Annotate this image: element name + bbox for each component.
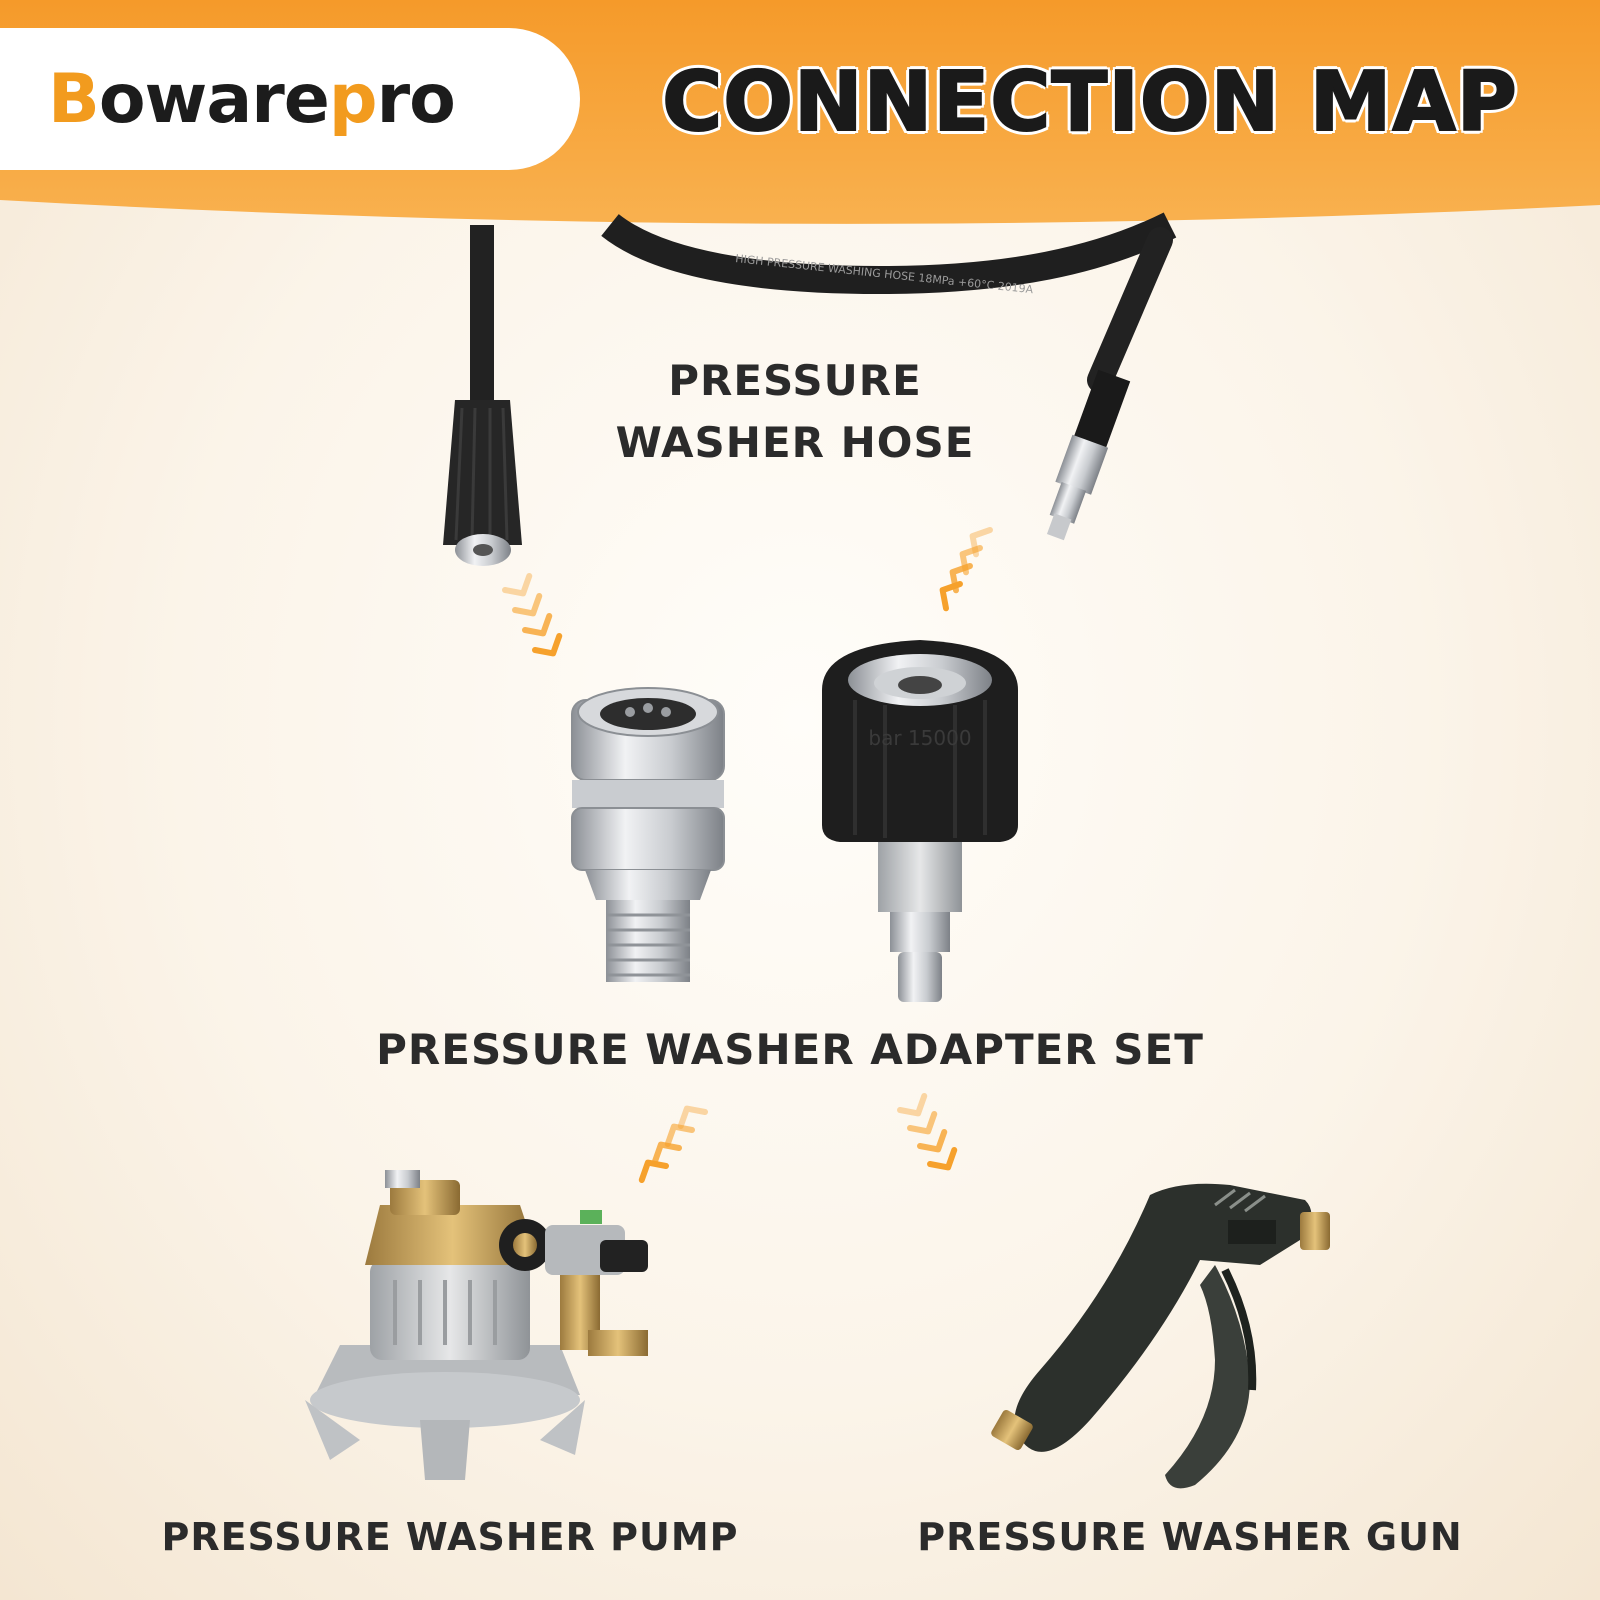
gun-label: PRESSURE WASHER GUN <box>917 1515 1463 1559</box>
hose-label-line-2: WASHER HOSE <box>615 418 975 467</box>
adapter-set-label: PRESSURE WASHER ADAPTER SET <box>376 1025 1204 1074</box>
arrow-hose-to-m22-adapter-icon <box>936 524 990 608</box>
fitting-print: bar 15000 <box>868 726 971 750</box>
page-title: CONNECTION MAP <box>661 54 1518 151</box>
hose-label: PRESSURE WASHER HOSE <box>580 350 1010 474</box>
brand-logo: Bowarepro <box>48 60 456 139</box>
header-banner: Bowarepro CONNECTION MAP <box>0 0 1600 230</box>
hose-label-line-1: PRESSURE <box>668 356 922 405</box>
pump-label: PRESSURE WASHER PUMP <box>161 1515 739 1559</box>
pressure-washer-pump-icon <box>305 1170 648 1480</box>
m22-adapter-icon: bar 15000 <box>822 640 1018 1002</box>
arrow-hose-to-quick-coupler-icon <box>505 576 565 660</box>
quick-coupler-icon <box>571 687 725 982</box>
spray-gun-icon <box>991 1183 1330 1489</box>
arrow-adapter-to-gun-icon <box>900 1096 960 1174</box>
arrow-adapter-to-pump-icon <box>636 1102 705 1180</box>
logo-pill <box>0 28 580 170</box>
